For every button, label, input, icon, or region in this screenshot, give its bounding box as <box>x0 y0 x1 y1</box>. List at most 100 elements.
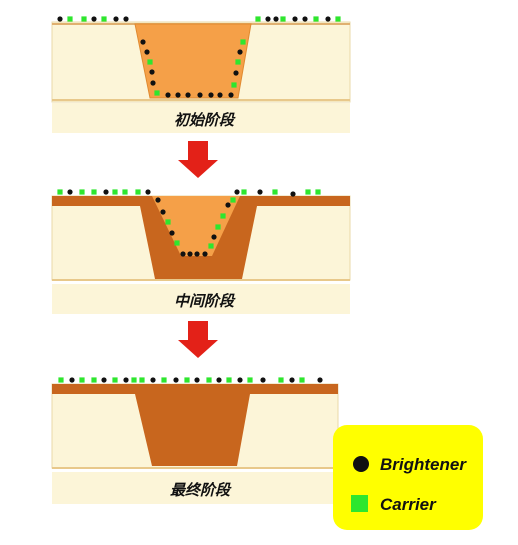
additive-particles <box>57 16 341 98</box>
carrier-particle <box>235 59 241 65</box>
carrier-particle <box>208 243 214 249</box>
carrier-particle <box>278 377 284 383</box>
brightener-particle <box>237 377 243 383</box>
carrier-particle <box>79 189 85 195</box>
carrier-particle <box>206 377 212 383</box>
carrier-particle <box>91 377 97 383</box>
carrier-particle <box>57 189 63 195</box>
brightener-particle <box>317 377 323 383</box>
brightener-particle <box>123 377 129 383</box>
brightener-particle <box>67 189 73 195</box>
brightener-particle <box>194 377 200 383</box>
carrier-particle <box>313 16 319 22</box>
carrier-particle <box>315 189 321 195</box>
brightener-particle <box>57 16 63 22</box>
brightener-particle <box>144 49 150 55</box>
carrier-particle <box>131 377 137 383</box>
brightener-particle <box>202 251 208 257</box>
trench <box>152 196 240 256</box>
additive-particles <box>57 189 321 257</box>
additive-particles <box>58 377 323 383</box>
brightener-particle <box>217 92 223 98</box>
carrier-particle <box>122 189 128 195</box>
brightener-particle <box>165 92 171 98</box>
brightener-particle <box>228 92 234 98</box>
down-arrow <box>178 141 218 178</box>
brightener-particle <box>290 191 296 197</box>
carrier-legend-icon <box>351 495 368 512</box>
brightener-particle <box>113 16 119 22</box>
carrier-legend-label: Carrier <box>380 495 437 514</box>
carrier-particle <box>231 82 237 88</box>
brightener-particle <box>69 377 75 383</box>
stage-label: 最终阶段 <box>170 481 232 499</box>
carrier-particle <box>255 16 261 22</box>
brightener-legend-icon <box>353 456 369 472</box>
carrier-particle <box>112 189 118 195</box>
stage-label: 初始阶段 <box>174 111 236 129</box>
brightener-particle <box>292 16 298 22</box>
brightener-particle <box>225 202 231 208</box>
brightener-particle <box>216 377 222 383</box>
carrier-particle <box>184 377 190 383</box>
brightener-particle <box>233 70 239 76</box>
carrier-particle <box>165 219 171 225</box>
carrier-particle <box>139 377 145 383</box>
carrier-particle <box>335 16 341 22</box>
down-arrow <box>178 321 218 358</box>
carrier-particle <box>174 240 180 246</box>
brightener-particle <box>273 16 279 22</box>
brightener-particle <box>208 92 214 98</box>
legend-box <box>333 425 483 530</box>
brightener-particle <box>180 251 186 257</box>
label-band <box>52 472 338 504</box>
stage-label: 中间阶段 <box>174 292 236 310</box>
brightener-particle <box>173 377 179 383</box>
carrier-particle <box>299 377 305 383</box>
carrier-particle <box>240 39 246 45</box>
stage-intermediate: 中间阶段 <box>51 189 351 314</box>
brightener-particle <box>211 234 217 240</box>
copper-layer <box>52 384 338 466</box>
brightener-particle <box>257 189 263 195</box>
trench <box>134 23 252 99</box>
brightener-particle <box>187 251 193 257</box>
brightener-legend-label: Brightener <box>380 455 467 474</box>
carrier-particle <box>147 59 153 65</box>
carrier-particle <box>81 16 87 22</box>
carrier-particle <box>220 213 226 219</box>
brightener-particle <box>234 189 240 195</box>
brightener-particle <box>149 69 155 75</box>
brightener-particle <box>260 377 266 383</box>
carrier-particle <box>230 197 236 203</box>
brightener-particle <box>289 377 295 383</box>
brightener-particle <box>155 197 161 203</box>
carrier-particle <box>79 377 85 383</box>
brightener-particle <box>101 377 107 383</box>
brightener-particle <box>197 92 203 98</box>
carrier-particle <box>272 189 278 195</box>
carrier-particle <box>247 377 253 383</box>
carrier-particle <box>215 224 221 230</box>
carrier-particle <box>91 189 97 195</box>
brightener-particle <box>169 230 175 236</box>
stage-final: 最终阶段 <box>51 377 339 504</box>
carrier-particle <box>154 90 160 96</box>
legend: Brightener Carrier <box>333 425 483 530</box>
carrier-particle <box>226 377 232 383</box>
label-band <box>52 284 350 314</box>
brightener-particle <box>175 92 181 98</box>
carrier-particle <box>112 377 118 383</box>
carrier-particle <box>241 189 247 195</box>
brightener-particle <box>150 80 156 86</box>
brightener-particle <box>185 92 191 98</box>
brightener-particle <box>237 49 243 55</box>
brightener-particle <box>265 16 271 22</box>
carrier-particle <box>305 189 311 195</box>
brightener-particle <box>123 16 129 22</box>
brightener-particle <box>160 209 166 215</box>
brightener-particle <box>91 16 97 22</box>
brightener-particle <box>140 39 146 45</box>
carrier-particle <box>161 377 167 383</box>
